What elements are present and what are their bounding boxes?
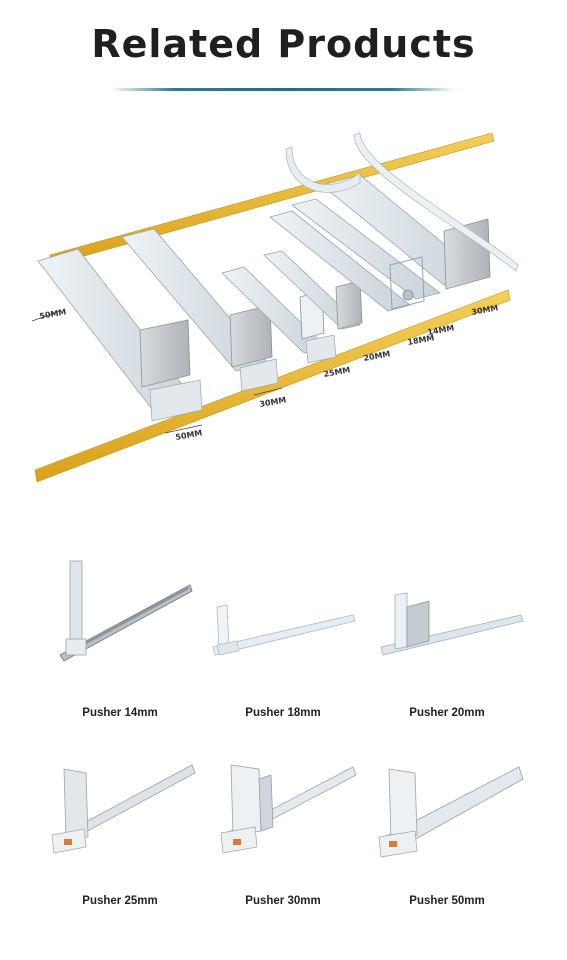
product-label: Pusher 25mm [82,895,158,907]
front-rail [34,289,511,483]
pusher-50mm-image [378,766,524,858]
pusher-50mm-second [121,228,279,392]
pusher-25mm-image [51,764,196,854]
product-label: Pusher 14mm [82,707,158,719]
product-card-pusher-20mm[interactable]: Pusher 20mm [362,555,532,719]
product-label: Pusher 20mm [409,707,485,719]
dim-label: 50MM [39,307,67,321]
product-card-pusher-18mm[interactable]: Pusher 18mm [198,555,368,719]
page-title: Related Products [91,22,476,66]
dim-label: 30MM [259,395,287,409]
product-label: Pusher 50mm [409,895,485,907]
pusher-cluster [269,132,519,312]
pusher-14mm-image [59,560,193,662]
pusher-50mm-left [37,248,203,422]
title-underline [110,88,455,91]
product-card-pusher-30mm[interactable]: Pusher 30mm [198,755,368,907]
hero-product-image: 50MM 50MM 30MM 25MM 20MM 18MM 14MM 30MM [30,125,540,485]
pusher-30mm-image [220,764,357,854]
product-card-pusher-14mm[interactable]: Pusher 14mm [35,555,205,719]
pusher-18mm-image [212,604,356,656]
product-card-pusher-50mm[interactable]: Pusher 50mm [362,755,532,907]
product-card-pusher-25mm[interactable]: Pusher 25mm [35,755,205,907]
product-label: Pusher 30mm [245,895,321,907]
product-label: Pusher 18mm [245,707,321,719]
pusher-20mm-image [380,592,524,656]
dim-label: 50MM [175,428,203,442]
pusher-25mm [263,250,363,330]
